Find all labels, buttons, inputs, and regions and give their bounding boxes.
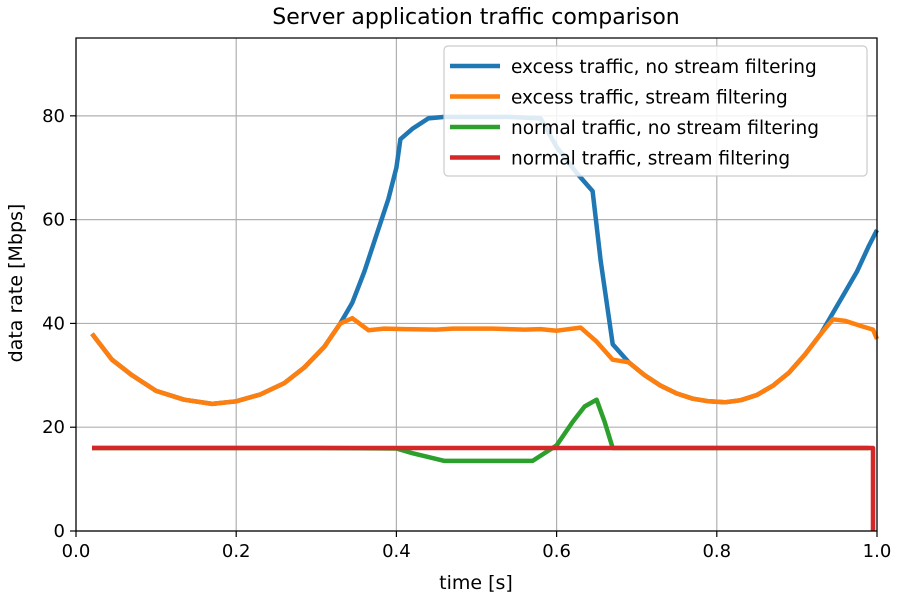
x-tick-label: 0.0: [62, 541, 91, 562]
x-tick-label: 0.6: [542, 541, 571, 562]
series-line-4: [92, 445, 876, 531]
x-tick-label: 0.8: [702, 541, 731, 562]
y-tick-label: 80: [42, 106, 65, 127]
x-tick-label: 0.2: [222, 541, 251, 562]
series-line-3: [92, 397, 869, 464]
y-tick-label: 20: [42, 417, 65, 438]
legend: excess traffic, no stream filtering exces…: [443, 45, 868, 177]
y-tick-label: 40: [42, 313, 65, 334]
legend-label: normal traffic, stream filtering: [511, 149, 790, 170]
legend-label: excess traffic, stream filtering: [511, 88, 788, 109]
y-tick-label: 60: [42, 210, 65, 231]
x-tick-label: 0.4: [382, 541, 411, 562]
y-axis-label: data rate [Mbps]: [5, 204, 27, 363]
x-axis-label: time [s]: [439, 572, 513, 594]
series-line-2: [90, 315, 880, 407]
legend-label: normal traffic, no stream filtering: [511, 118, 819, 139]
legend-label: excess traffic, no stream filtering: [511, 57, 817, 78]
plot-frame: [75, 37, 878, 532]
legend-box: [443, 45, 868, 177]
x-tick-label: 1.0: [863, 541, 892, 562]
chart-title: Server application traffic comparison: [272, 5, 679, 30]
y-tick-label: 0: [54, 521, 65, 542]
series-layer: [90, 114, 880, 531]
axis-ticks: 0.0 0.2 0.4 0.6 0.8 1.0 0 20 40 60 80: [42, 106, 891, 562]
